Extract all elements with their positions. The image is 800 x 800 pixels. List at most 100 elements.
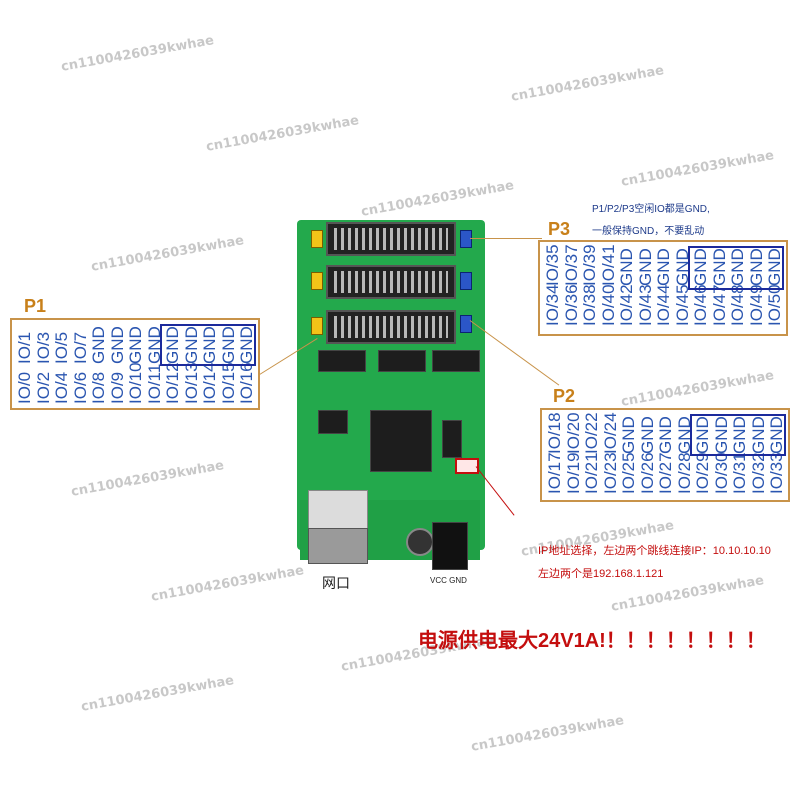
p2-pin-label: IO/33	[767, 452, 786, 494]
power-terminal	[432, 522, 468, 570]
p2-pin-label: IO/18	[545, 412, 564, 454]
p1-pin-label: IO/2	[33, 371, 53, 404]
p2-pin-label: IO/20	[563, 412, 583, 454]
connector-line-p3	[470, 238, 542, 239]
p3-pin-label: IO/44	[654, 284, 673, 326]
p1-pin-label: IO/1	[15, 331, 34, 364]
p3-pin-label: IO/40	[598, 284, 618, 326]
watermark: cn1100426039kwhae	[150, 563, 306, 605]
p1-pin-label: IO/10	[126, 362, 145, 404]
p3-pin-label: IO/38	[580, 284, 599, 326]
driver-chip	[432, 350, 480, 372]
gnd-note-line-1: P1/P2/P3空闲IO都是GND,	[592, 204, 710, 215]
p3-pin-label: IO/37	[561, 244, 581, 286]
p1-pin-label: IO/9	[107, 371, 127, 404]
p1-pin-label: IO/0	[15, 371, 34, 404]
p1-pin-label: IO/8	[89, 371, 108, 404]
p1-pin-label: IO/11	[144, 363, 164, 404]
p3-pin-label: IO/35	[543, 244, 562, 286]
ethernet-label: 网口	[322, 575, 350, 591]
p2-pin-label: IO/31	[730, 452, 749, 494]
jumper-blue	[460, 230, 472, 248]
p3-pin-label: IO/45	[672, 284, 692, 326]
gnd-note-line-2: 一般保持GND，不要乱动	[592, 226, 705, 237]
watermark: cn1100426039kwhae	[70, 458, 226, 500]
p1-pin-label: GND	[89, 326, 108, 364]
p3-pin-label: IO/36	[561, 284, 581, 326]
small-chip	[442, 420, 462, 458]
p2-pin-label: GND	[637, 416, 657, 454]
p1-pin-label: IO/16	[237, 362, 256, 404]
p3-pin-label: IO/41	[598, 244, 618, 286]
p1-pin-label: IO/5	[52, 331, 71, 364]
p2-pin-label: IO/24	[600, 412, 620, 454]
p2-pin-label: IO/29	[693, 452, 712, 494]
p1-pin-label: IO/6	[70, 371, 90, 404]
p3-pin-label: GND	[617, 248, 636, 286]
watermark: cn1100426039kwhae	[470, 713, 626, 755]
watermark: cn1100426039kwhae	[360, 178, 516, 220]
p1-pin-label: IO/13	[181, 362, 201, 404]
p2-pin-label: IO/32	[748, 452, 768, 494]
watermark: cn1100426039kwhae	[60, 33, 216, 75]
p1-pin-label: IO/12	[163, 362, 182, 404]
ip-select-jumper	[455, 458, 479, 474]
p2-pin-label: IO/28	[674, 452, 694, 494]
p2-pin-label: IO/19	[563, 452, 583, 494]
watermark: cn1100426039kwhae	[620, 148, 776, 190]
p3-gnd-highlight	[688, 246, 784, 290]
mcu-chip	[370, 410, 432, 472]
p3-pin-label: IO/39	[580, 244, 599, 286]
p3-pin-label: GND	[654, 248, 673, 286]
jumper-blue	[460, 315, 472, 333]
watermark: cn1100426039kwhae	[620, 368, 776, 410]
ethernet-port	[308, 528, 368, 564]
watermark: cn1100426039kwhae	[205, 113, 361, 155]
p2-gnd-highlight	[690, 414, 786, 456]
p3-pin-label: IO/34	[543, 284, 562, 326]
p3-pin-label: IO/47	[709, 284, 729, 326]
header-p2	[326, 265, 456, 299]
jumper-yellow	[311, 272, 323, 290]
p1-gnd-highlight	[160, 324, 256, 366]
p2-pin-label: IO/21	[582, 452, 601, 494]
p2-pin-label: IO/22	[582, 412, 601, 454]
p1-pin-label: GND	[107, 326, 127, 364]
p2-pin-label: IO/23	[600, 452, 620, 494]
header-p3	[326, 222, 456, 256]
p2-pin-label: IO/27	[656, 452, 675, 494]
watermark: cn1100426039kwhae	[90, 233, 246, 275]
p3-pin-label: GND	[635, 248, 655, 286]
jumper-blue	[460, 272, 472, 290]
small-chip	[318, 410, 348, 434]
jumper-yellow	[311, 230, 323, 248]
p3-pin-label: IO/43	[635, 284, 655, 326]
p2-pin-label: IO/30	[711, 452, 731, 494]
p2-label: P2	[553, 386, 576, 406]
p1-pin-label: GND	[126, 326, 145, 364]
driver-chip	[378, 350, 426, 372]
driver-chip	[318, 350, 366, 372]
p3-pin-label: IO/46	[691, 284, 710, 326]
p3-pin-label: IO/49	[746, 284, 766, 326]
ethernet-transformer	[308, 490, 368, 530]
p2-pin-label: IO/17	[545, 452, 564, 494]
p3-pin-label: IO/50	[765, 284, 784, 326]
p1-pin-label: IO/3	[33, 331, 53, 364]
watermark: cn1100426039kwhae	[80, 673, 236, 715]
power-warning: 电源供电最大24V1A!！！！！！！！！	[418, 630, 766, 652]
p1-label: P1	[24, 296, 47, 316]
p3-label: P3	[548, 219, 571, 239]
p2-pin-label: GND	[619, 416, 638, 454]
p1-pin-label: IO/4	[52, 371, 71, 404]
p2-pin-label: IO/26	[637, 452, 657, 494]
ip-note-line-2: 左边两个是192.168.1.121	[538, 568, 664, 580]
p1-pin-label: IO/14	[200, 362, 219, 404]
p3-pin-label: IO/42	[617, 284, 636, 326]
p3-pin-label: IO/48	[728, 284, 747, 326]
power-label: VCC GND	[430, 576, 467, 585]
jumper-yellow	[311, 317, 323, 335]
